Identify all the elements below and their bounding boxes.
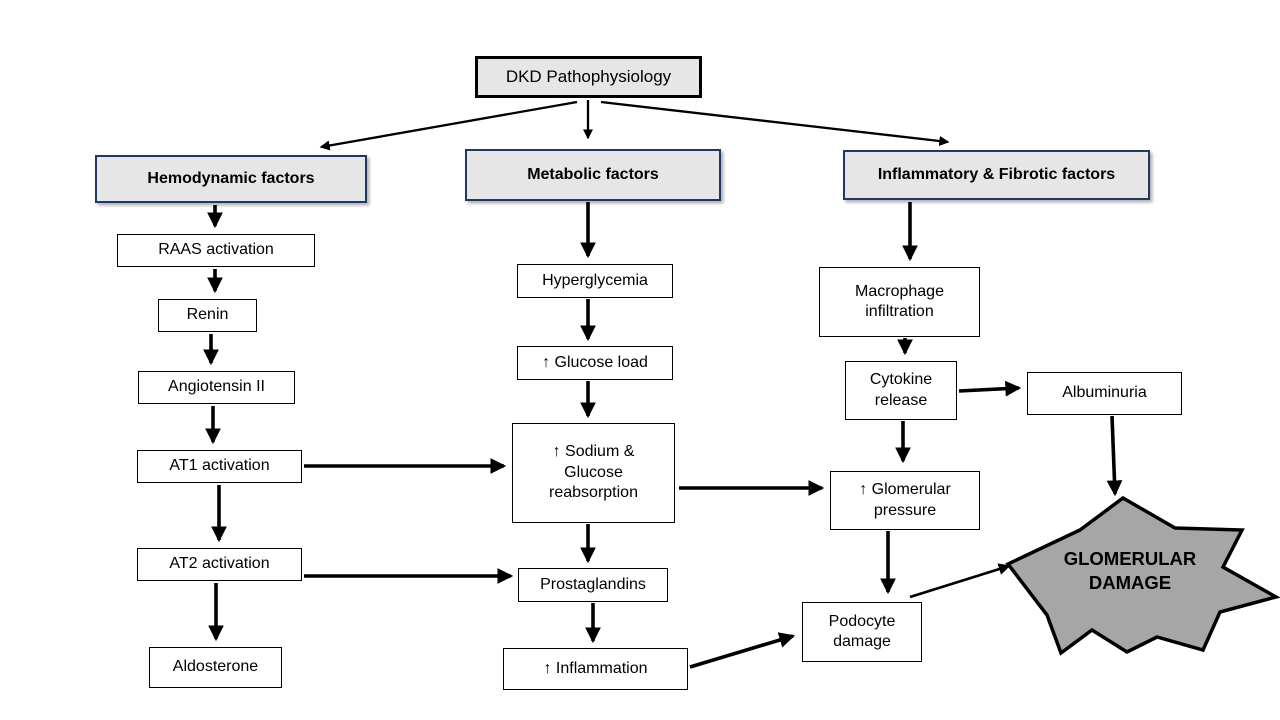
node-at2-activation: AT2 activation	[137, 548, 302, 581]
node-cytokine-release: Cytokine release	[845, 361, 957, 420]
node-raas-activation: RAAS activation	[117, 234, 315, 267]
arrow-inflammation-podocyte	[689, 632, 796, 669]
arrow-cytokine-albuminuria	[958, 380, 1022, 397]
node-inflammation: ↑ Inflammation	[503, 648, 688, 690]
node-albuminuria: Albuminuria	[1027, 372, 1182, 415]
header-hemodynamic-factors: Hemodynamic factors	[95, 155, 367, 203]
glomerular-damage-label: GLOMERULAR DAMAGE	[1063, 548, 1197, 593]
node-renin: Renin	[158, 299, 257, 332]
node-prostaglandins: Prostaglandins	[518, 568, 668, 602]
arrow-dkd-hemodynamic	[319, 100, 578, 151]
node-at1-activation: AT1 activation	[137, 450, 302, 483]
node-aldosterone: Aldosterone	[149, 647, 282, 688]
node-macrophage-infiltration: Macrophage infiltration	[819, 267, 980, 337]
node-glucose-load: ↑ Glucose load	[517, 346, 673, 380]
arrow-dkd-inflammatory	[600, 100, 950, 147]
arrow-albuminuria-damage	[1106, 415, 1123, 497]
node-podocyte-damage: Podocyte damage	[802, 602, 922, 662]
node-sodium-glucose-reabsorption: ↑ Sodium & Glucose reabsorption	[512, 423, 675, 523]
glomerular-damage-star	[1005, 495, 1280, 656]
node-glomerular-pressure: ↑ Glomerular pressure	[830, 471, 980, 530]
header-inflammatory-fibrotic-factors: Inflammatory & Fibrotic factors	[843, 150, 1150, 200]
node-dkd-pathophysiology: DKD Pathophysiology	[475, 56, 702, 98]
header-metabolic-factors: Metabolic factors	[465, 149, 721, 201]
arrow-podocyte-damage	[909, 563, 1011, 599]
node-hyperglycemia: Hyperglycemia	[517, 264, 673, 298]
node-angiotensin-ii: Angiotensin II	[138, 371, 295, 404]
